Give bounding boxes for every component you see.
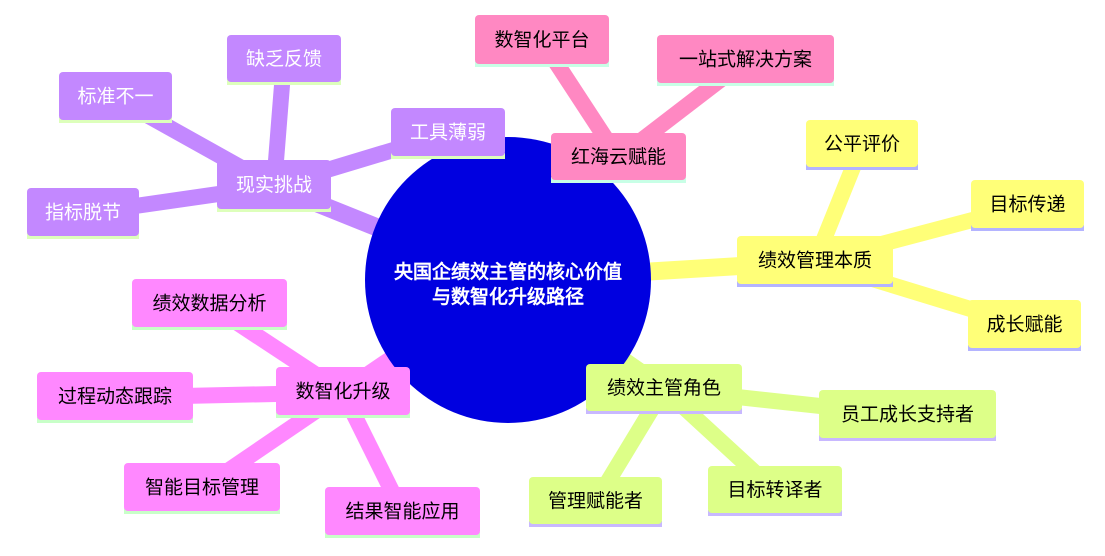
center-node[interactable] — [365, 137, 651, 423]
node-label: 成长赋能 — [986, 314, 1062, 336]
child-node[interactable]: 管理赋能者 — [529, 477, 662, 527]
node-label: 过程动态跟踪 — [58, 386, 172, 408]
child-node[interactable]: 工具薄弱 — [391, 108, 505, 159]
child-node[interactable]: 目标传递 — [971, 180, 1084, 231]
node-box — [391, 108, 505, 156]
node-box — [124, 463, 280, 511]
node-label: 绩效数据分析 — [152, 293, 266, 315]
node-label: 绩效管理本质 — [758, 250, 872, 272]
node-label: 智能目标管理 — [145, 477, 259, 499]
branch-node[interactable]: 红海云赋能 — [551, 133, 686, 183]
node-label: 绩效主管角色 — [607, 377, 721, 399]
node-label: 数智化升级 — [295, 381, 390, 403]
node-label: 管理赋能者 — [548, 490, 643, 512]
node-box — [59, 72, 172, 120]
child-node[interactable]: 标准不一 — [59, 72, 172, 123]
child-node[interactable]: 目标转译者 — [708, 466, 842, 516]
node-box — [819, 390, 996, 438]
node-box — [708, 466, 842, 513]
branch-node[interactable]: 数智化升级 — [276, 367, 410, 418]
center-title-line2: 与数智化升级路径 — [432, 285, 584, 308]
child-node[interactable]: 结果智能应用 — [325, 487, 480, 538]
node-label: 工具薄弱 — [410, 122, 486, 144]
node-label: 结果智能应用 — [345, 501, 459, 523]
node-label: 目标传递 — [989, 194, 1065, 216]
branch-node[interactable]: 现实挑战 — [217, 160, 331, 212]
node-box — [37, 372, 193, 420]
node-box — [276, 367, 410, 415]
node-label: 目标转译者 — [727, 479, 822, 501]
child-node[interactable]: 过程动态跟踪 — [37, 372, 193, 423]
child-node[interactable]: 数智化平台 — [475, 15, 609, 67]
node-label: 员工成长支持者 — [841, 404, 974, 426]
child-node[interactable]: 绩效数据分析 — [132, 279, 287, 330]
node-label: 一站式解决方案 — [679, 49, 812, 71]
branch-node[interactable]: 绩效管理本质 — [737, 236, 893, 287]
node-box — [806, 120, 918, 167]
node-label: 红海云赋能 — [571, 146, 666, 168]
node-box — [657, 35, 834, 83]
node-box — [132, 279, 287, 327]
child-node[interactable]: 指标脱节 — [27, 188, 139, 239]
node-box — [551, 133, 686, 180]
child-node[interactable]: 一站式解决方案 — [657, 35, 834, 86]
branch-node[interactable]: 绩效主管角色 — [586, 364, 742, 414]
child-node[interactable]: 员工成长支持者 — [819, 390, 996, 441]
center-title-line1: 央国企绩效主管的核心价值 — [394, 260, 622, 283]
node-box — [586, 364, 742, 411]
node-box — [737, 236, 893, 284]
node-box — [475, 15, 609, 64]
node-box — [971, 180, 1084, 228]
node-box — [529, 477, 662, 524]
node-box — [968, 300, 1081, 348]
node-label: 数智化平台 — [494, 29, 589, 51]
node-label: 缺乏反馈 — [246, 48, 322, 70]
node-box — [217, 160, 331, 209]
child-node[interactable]: 公平评价 — [806, 120, 918, 170]
child-node[interactable]: 缺乏反馈 — [227, 35, 341, 85]
child-node[interactable]: 智能目标管理 — [124, 463, 280, 514]
node-box — [325, 487, 480, 535]
node-box — [27, 188, 139, 236]
node-label: 标准不一 — [77, 86, 153, 108]
child-node[interactable]: 成长赋能 — [968, 300, 1081, 351]
node-box — [227, 35, 341, 82]
node-label: 公平评价 — [824, 133, 900, 155]
node-label: 指标脱节 — [45, 202, 121, 224]
node-label: 现实挑战 — [236, 174, 312, 196]
